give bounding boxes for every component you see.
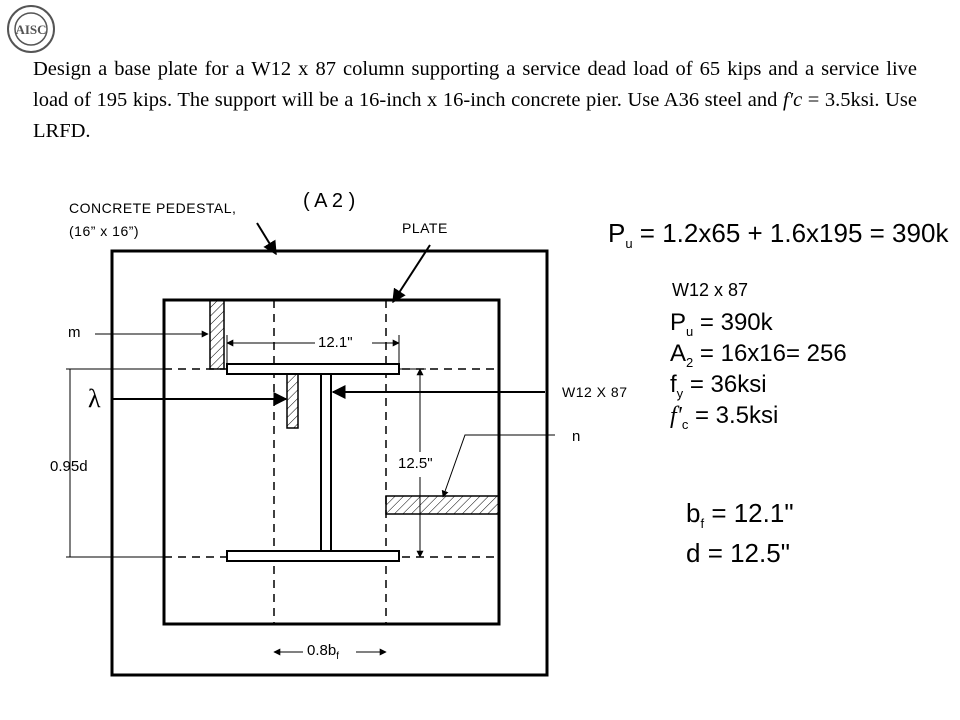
section-label: W12 X 87 — [562, 384, 628, 400]
flange-width-label: 12.1" — [318, 334, 353, 351]
problem-statement: Design a base plate for a W12 x 87 colum… — [33, 54, 917, 147]
concrete-pedestal — [110, 249, 549, 677]
d-result: d = 12.5" — [686, 538, 790, 568]
hatched-strip-n — [385, 495, 500, 515]
section-depth-label: 12.5" — [398, 455, 433, 472]
bottom-flange — [226, 550, 400, 562]
top-flange — [226, 363, 400, 375]
fc-symbol: f'c — [782, 89, 803, 111]
plate-leader — [392, 244, 431, 304]
given-row-a2: A2 = 16x16= 256 — [670, 340, 847, 370]
base-plate — [162, 298, 501, 626]
aisc-logo: AISC — [7, 5, 55, 53]
logo-text: AISC — [15, 22, 46, 37]
pedestal-leader — [256, 222, 277, 256]
hatched-strip-lambda — [286, 373, 299, 429]
pedestal-label: CONCRETE PEDESTAL, — [69, 200, 237, 216]
hatched-strip-m — [209, 299, 225, 370]
depth-factor-label: 0.95d — [50, 458, 88, 475]
lambda-label: λ — [88, 384, 101, 413]
pu-equation: Pu = 1.2x65 + 1.6x195 = 390k — [608, 218, 949, 252]
m-label: m — [68, 324, 81, 341]
n-leader — [441, 434, 555, 498]
n-label: n — [572, 428, 581, 445]
bf-result: bf = 12.1" — [686, 498, 794, 532]
pedestal-area-label: ( A 2 ) — [303, 190, 356, 212]
problem-text-1: Design a base plate for a W12 x 87 colum… — [33, 58, 917, 111]
problem-text-2: = 3.5ksi. Use LRFD. — [33, 89, 917, 142]
given-row-fc: f'c = 3.5ksi — [670, 402, 779, 432]
section-name: W12 x 87 — [672, 280, 749, 300]
web — [320, 373, 332, 552]
plate-label: PLATE — [402, 220, 448, 236]
pedestal-size-label: (16” x 16”) — [69, 223, 140, 239]
bf-factor-label: 0.8bf — [307, 642, 339, 662]
given-row-pu: Pu = 390k — [670, 309, 773, 339]
given-row-fy: fy = 36ksi — [670, 371, 767, 401]
